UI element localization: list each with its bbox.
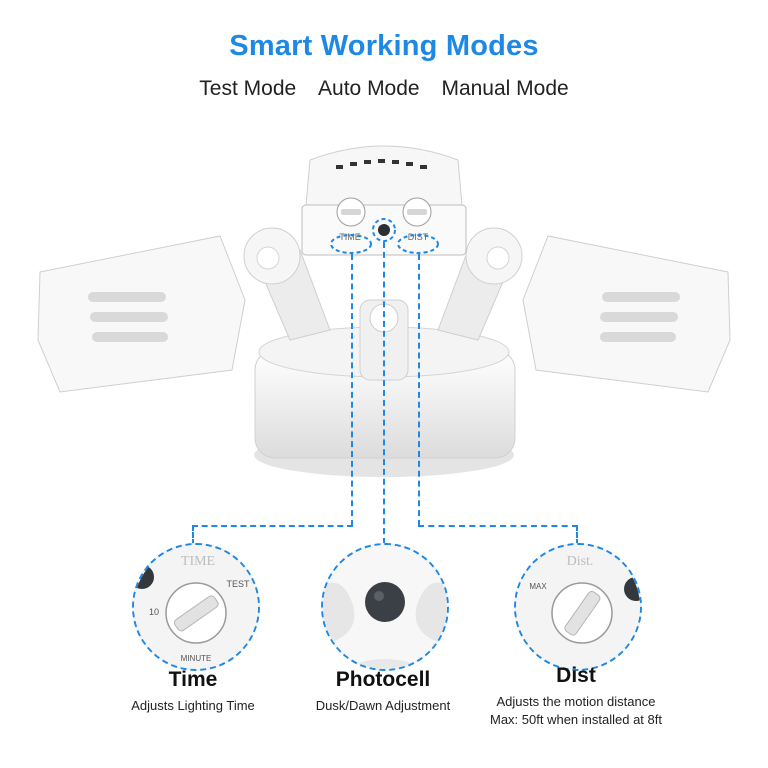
time-label: Time [168,668,218,691]
product-dist-label: DIST [408,232,429,242]
photocell-description: Dusk/Dawn Adjustment [315,698,451,713]
mode-manual: Manual Mode [441,77,569,100]
leader-time-v1 [351,254,353,526]
dist-dial-closeup: Dist. MAX [514,543,642,671]
svg-text:Dist.: Dist. [567,554,594,569]
svg-text:TEST: TEST [226,579,250,589]
dist-label: Dist [556,664,596,687]
page-title: Smart Working Modes [229,30,539,62]
leader-photocell [383,242,385,544]
leader-dist-v2 [576,525,578,545]
time-dial-closeup: TIME TEST 10 MINUTE [132,543,260,671]
svg-text:10: 10 [149,607,159,617]
svg-text:MAX: MAX [529,582,547,591]
dist-description: Adjusts the motion distance Max: 50ft wh… [466,693,686,729]
svg-text:TIME: TIME [181,554,215,569]
photocell-closeup [321,543,449,671]
svg-text:MINUTE: MINUTE [181,654,212,663]
product-photocell [378,224,390,236]
product-time-label: TIME [339,232,361,242]
time-description: Adjusts Lighting Time [131,698,255,713]
leader-dist-h [418,525,578,527]
dist-description-line1: Adjusts the motion distance [496,694,656,709]
leader-dist-v1 [418,254,420,526]
dist-description-line2: Max: 50ft when installed at 8ft [490,712,662,727]
mode-auto: Auto Mode [318,77,420,100]
mode-list: Test Mode Auto Mode Manual Mode [0,77,768,101]
sensor-head [305,145,463,206]
security-light-illustration: TIME DIST [37,145,731,477]
mode-test: Test Mode [199,77,297,100]
leader-time-v2 [192,525,194,545]
photocell-label: Photocell [335,668,431,691]
leader-time-h [192,525,353,527]
